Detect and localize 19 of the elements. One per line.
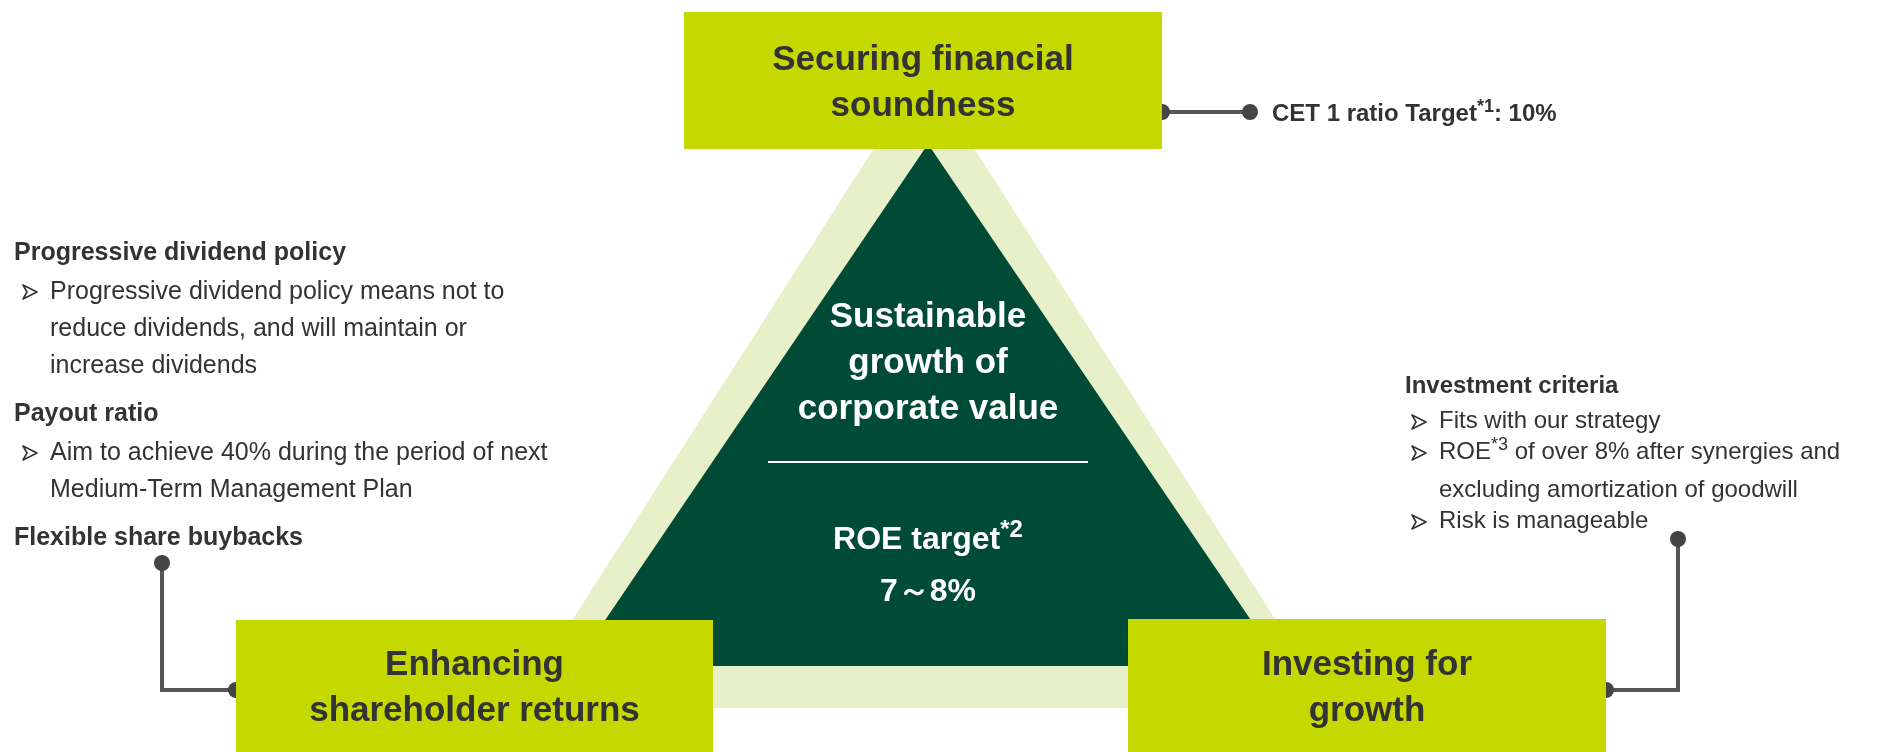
- label-box: [236, 620, 713, 752]
- box-title: Investing for growth: [1261, 641, 1473, 730]
- section-heading: Investment criteria: [1405, 370, 1620, 400]
- bullet-text: Fits with our strategy: [1439, 405, 1662, 435]
- target-text: CET 1 ratio Target$^{*1}$: 10%: [1272, 95, 1557, 128]
- box-title: Securing financial soundness: [771, 36, 1075, 125]
- bullet-text: ROE$^{*3}$ of over 8% after synergies and excluding amortization of goodwill: [1439, 433, 1842, 504]
- bullet-text: Aim to achieve 40% during the period of next Medium-Term Management Plan: [50, 436, 549, 504]
- label-box: [1128, 619, 1606, 752]
- box-title: Enhancing shareholder returns: [308, 642, 641, 730]
- section-heading: Progressive dividend policy: [14, 236, 348, 267]
- label-box: [684, 12, 1162, 149]
- center-title: Sustainable growth of corporate value: [796, 294, 1060, 428]
- target-value: 7～8%: [879, 571, 976, 610]
- bullet-text: Progressive dividend policy means not to reduce dividends, and will maintain or increase dividends: [50, 275, 506, 380]
- section-heading: Payout ratio: [14, 397, 160, 428]
- bullet-text: Risk is manageable: [1439, 505, 1650, 535]
- section-heading: Flexible share buybacks: [14, 521, 305, 552]
- target-label: ROE target$^{*2}$: [833, 516, 1023, 558]
